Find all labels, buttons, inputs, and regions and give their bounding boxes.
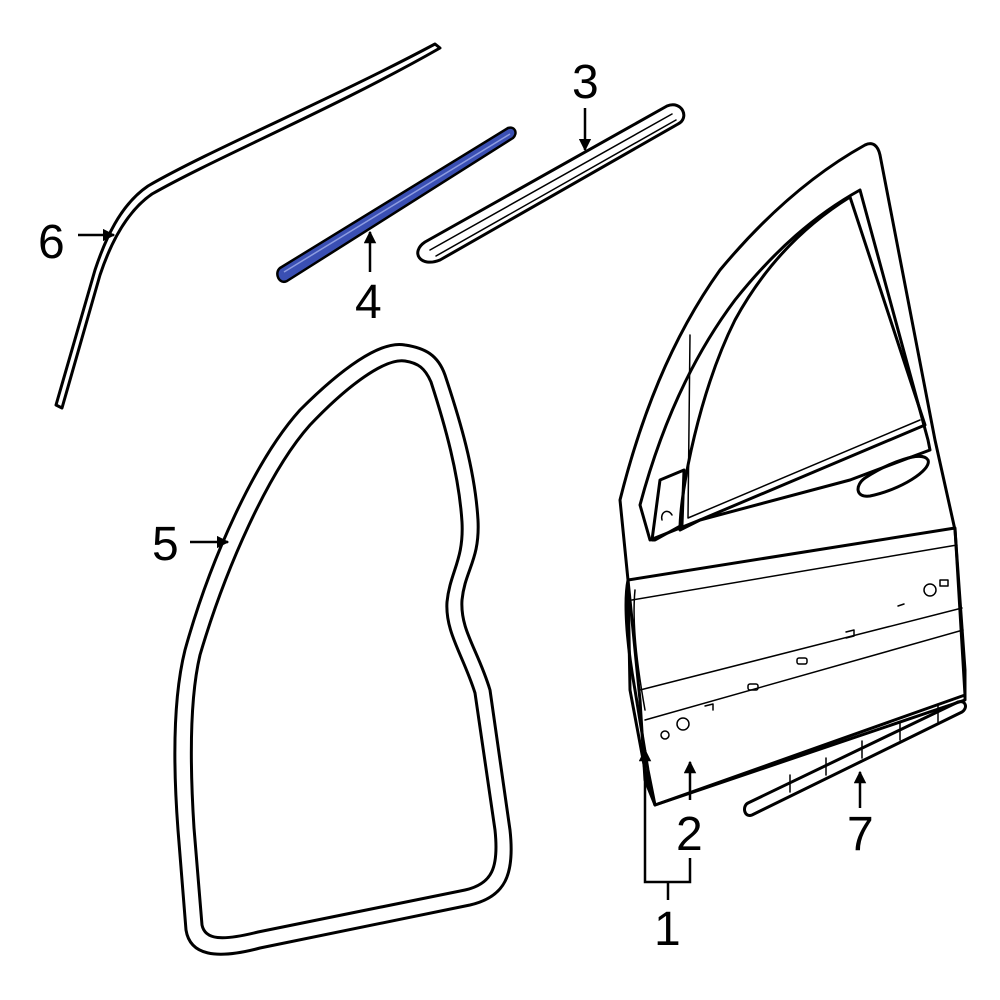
callout-labels: 6 4 3 5 2 7 1 — [38, 56, 874, 956]
part-2-outer-panel[interactable] — [624, 454, 967, 807]
part-4-belt-weatherstrip[interactable] — [276, 126, 517, 284]
callout-3: 3 — [572, 56, 599, 109]
leader-lines — [78, 108, 867, 900]
callout-7: 7 — [847, 808, 874, 861]
part-5-door-weatherstrip[interactable] — [173, 342, 513, 956]
callout-1: 1 — [654, 903, 681, 956]
callout-4: 4 — [355, 276, 382, 329]
part-1-front-door[interactable] — [618, 142, 967, 807]
part-3-belt-molding[interactable] — [416, 103, 686, 264]
part-7-side-molding[interactable] — [743, 700, 967, 817]
callout-2: 2 — [676, 808, 703, 861]
callout-6: 6 — [38, 216, 65, 269]
part-6-roof-molding[interactable] — [54, 42, 442, 410]
callout-5: 5 — [152, 518, 179, 571]
